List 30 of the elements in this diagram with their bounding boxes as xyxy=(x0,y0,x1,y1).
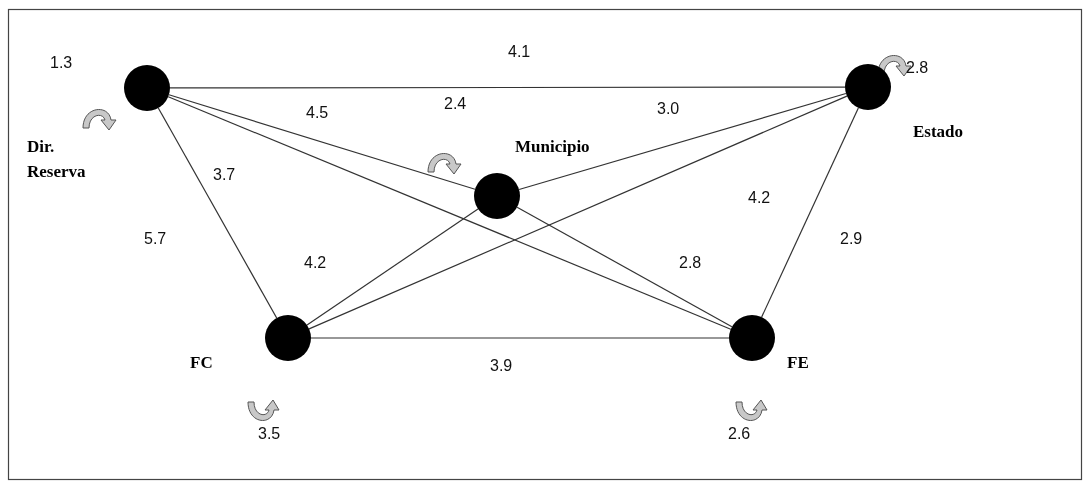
edge-weight-label: 4.5 xyxy=(306,105,329,121)
connector-line xyxy=(169,86,846,89)
node-label: FC xyxy=(190,352,213,374)
edge-weight-label: 2.9 xyxy=(840,231,863,247)
edge-weight-label: 4.1 xyxy=(508,44,531,60)
edge-weight-label: 3.7 xyxy=(213,167,236,183)
loop-weight-label: 3.5 xyxy=(258,426,281,442)
connector-line xyxy=(167,96,732,330)
connector-line xyxy=(157,107,278,319)
connector-line xyxy=(761,107,859,318)
edge-weight-label: 4.2 xyxy=(304,255,327,271)
edge-weight-label: 5.7 xyxy=(144,231,167,247)
connector-line xyxy=(310,337,730,339)
node-label: Estado xyxy=(913,121,964,143)
loop-weight-label: 2.8 xyxy=(906,60,929,76)
loop-weight-label: 2.4 xyxy=(444,96,467,112)
connector-line xyxy=(308,95,848,330)
edge-weight-label: 3.0 xyxy=(657,101,680,117)
loop-weight-label: 1.3 xyxy=(50,55,73,71)
loop-weight-label: 2.6 xyxy=(728,426,751,442)
edge-weight-label: 3.9 xyxy=(490,358,513,374)
connector-line xyxy=(516,206,733,328)
connector-line xyxy=(518,92,847,191)
node-label: Municipio xyxy=(515,136,590,158)
connector-line xyxy=(168,94,476,190)
node-label: FE xyxy=(787,352,809,374)
edge-weight-label: 4.2 xyxy=(748,190,771,206)
connector-line xyxy=(306,208,479,326)
node-label: Dir. Reserva xyxy=(27,136,87,183)
edge-weight-label: 2.8 xyxy=(679,255,702,271)
